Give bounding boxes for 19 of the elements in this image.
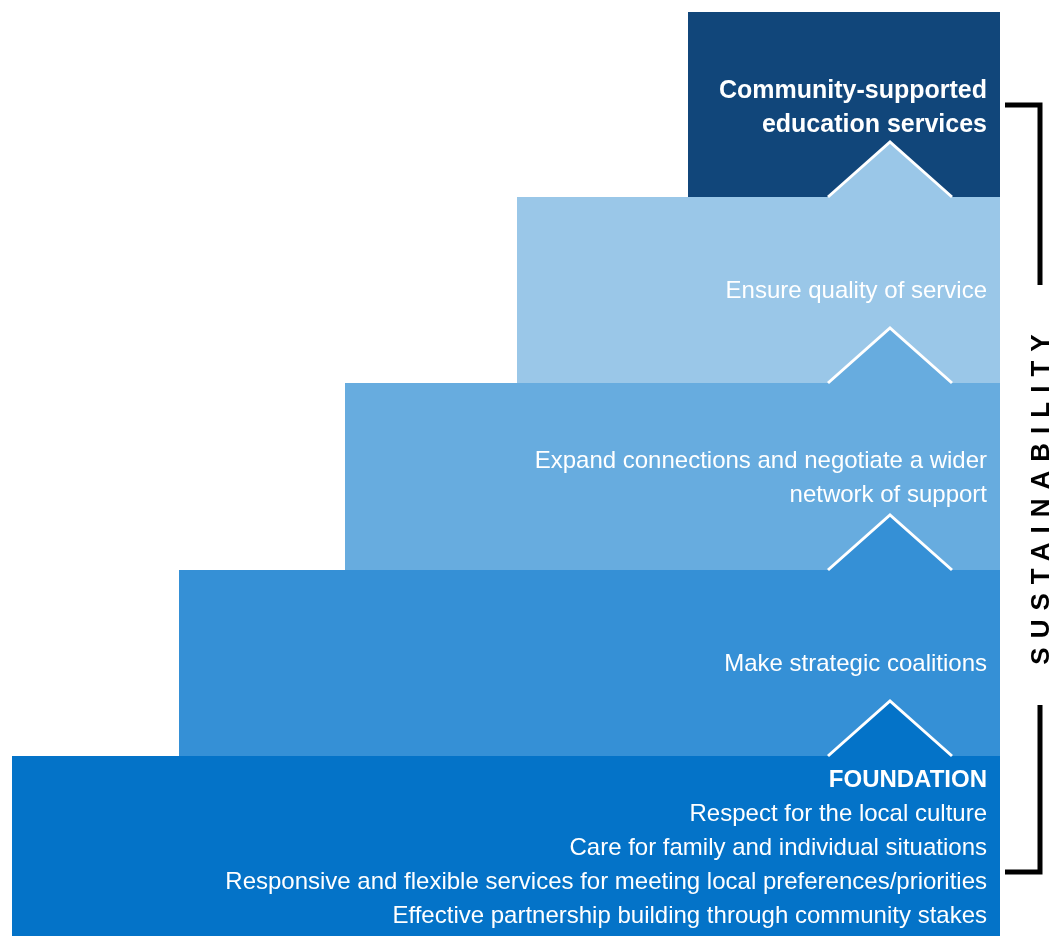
chevron-arrow bbox=[826, 699, 954, 758]
step-text: Responsive and flexible services for meeting local preferences/priorities bbox=[225, 866, 987, 896]
step-block bbox=[179, 570, 1000, 756]
step-text: Ensure quality of service bbox=[725, 275, 987, 305]
step-heading: Community-supported education services bbox=[717, 74, 987, 139]
chevron-arrow bbox=[826, 513, 954, 572]
step-heading: FOUNDATION bbox=[828, 764, 987, 794]
step-text: Expand connections and negotiate a wider network of support bbox=[533, 444, 987, 509]
chevron-arrow bbox=[826, 140, 954, 199]
step-text: Care for family and individual situations bbox=[569, 832, 987, 862]
step-block bbox=[12, 756, 1000, 936]
step-block bbox=[517, 197, 1000, 383]
step-text: Make strategic coalitions bbox=[724, 648, 987, 678]
vertical-label: SUSTAINABILITY bbox=[1024, 325, 1050, 665]
step-text: Respect for the local culture bbox=[689, 798, 987, 828]
step-block bbox=[688, 12, 1000, 197]
step-text: Effective partnership building through community stakes bbox=[392, 900, 987, 930]
step-block bbox=[345, 383, 1000, 570]
chevron-arrow bbox=[826, 326, 954, 385]
